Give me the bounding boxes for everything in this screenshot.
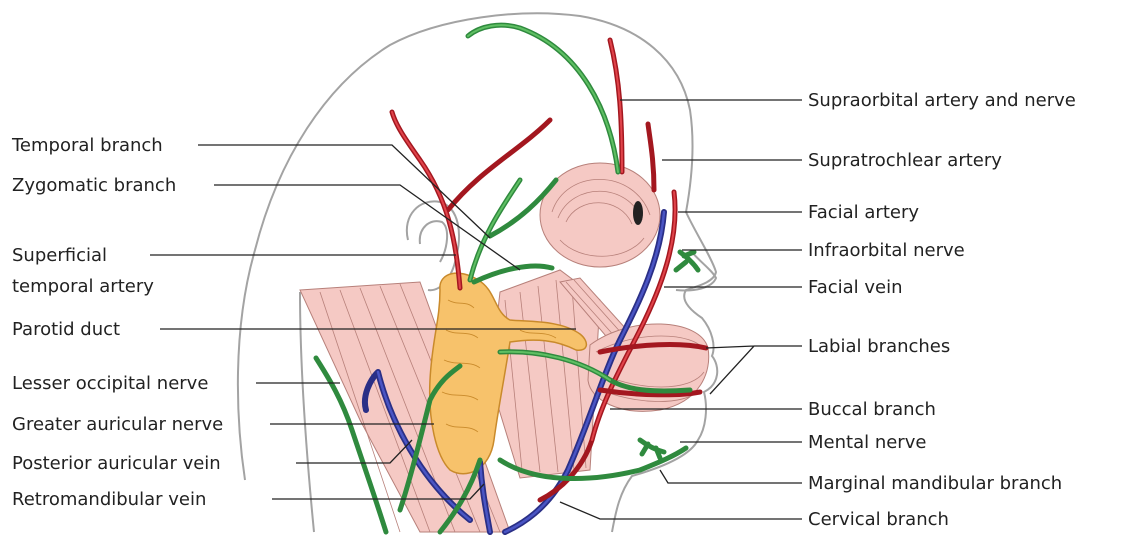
supraorbital-nerve-path [468,25,618,172]
label-lesser-occipital-nerve: Lesser occipital nerve [12,373,208,394]
right-labels: Supraorbital artery and nerve Supratroch… [808,90,1076,530]
eye [633,201,643,225]
label-temporal-branch: Temporal branch [11,135,163,156]
label-supraorbital-artery-and-nerve: Supraorbital artery and nerve [808,90,1076,111]
label-retromandibular-vein: Retromandibular vein [12,489,206,510]
label-labial-branches: Labial branches [808,336,950,357]
label-zygomatic-branch: Zygomatic branch [12,175,176,196]
label-greater-auricular-nerve: Greater auricular nerve [12,414,223,435]
label-buccal-branch: Buccal branch [808,399,936,420]
label-superficial-temporal-artery-line2: temporal artery [12,276,154,297]
label-mental-nerve: Mental nerve [808,432,926,453]
label-parotid-duct: Parotid duct [12,319,120,340]
label-cervical-branch: Cervical branch [808,509,949,530]
superficial-temporal-artery-path [392,112,550,288]
left-labels: Temporal branch Zygomatic branch Superfi… [11,135,223,510]
ear-inner-outline [420,221,447,262]
label-facial-vein: Facial vein [808,277,903,298]
label-marginal-mandibular-branch: Marginal mandibular branch [808,473,1062,494]
label-posterior-auricular-vein: Posterior auricular vein [12,453,221,474]
label-supratrochlear-artery: Supratrochlear artery [808,150,1002,171]
label-facial-artery: Facial artery [808,202,919,223]
supratrochlear-artery-path [648,124,654,190]
label-infraorbital-nerve: Infraorbital nerve [808,240,965,261]
neck-back-outline [300,292,314,532]
label-superficial-temporal-artery-line1: Superficial [12,245,107,266]
mental-nerve-path [640,440,664,458]
